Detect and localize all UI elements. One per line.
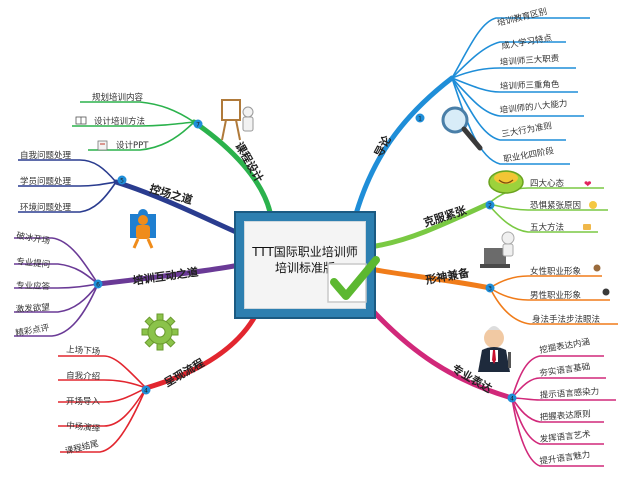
leaf-daolun-6: 三大行为准则 [501, 120, 553, 140]
leaf-daolun-4: 培训师三重角色 [500, 79, 560, 92]
leaf-chengxian-3: 开场导入 [66, 397, 101, 407]
leaf-kongchang-1: 自我问题处理 [20, 150, 72, 161]
book-icon [75, 116, 87, 125]
easel-person-icon [221, 99, 254, 141]
smiley-icon [488, 170, 524, 194]
badge-kecheng-number: 7 [196, 122, 200, 129]
leaf-kefu-1: 四大心态 [530, 178, 565, 189]
badge-chengxian-number: 4 [144, 388, 148, 395]
badge-xingshen [485, 283, 495, 293]
leaf-kecheng-2: 设计培训方法 [94, 116, 145, 127]
leaf-zhuanye-2: 夯实语言基础 [539, 361, 591, 379]
leaf-zhuanye-5: 发挥语言艺术 [539, 429, 591, 445]
center-topic-title: TTT国际职业培训师 培训标准版 [245, 244, 365, 276]
branch-hudong: 培训互动之道 6 破冰开场 专业提问 专业应答 激发欲望 精彩点评 [14, 230, 237, 339]
leaf-hudong-2: 专业提问 [16, 256, 51, 270]
leaf-hudong-3: 专业应答 [16, 280, 51, 292]
woman-icon [593, 264, 601, 272]
leaf-xingshen-1: 女性职业形象 [530, 266, 582, 277]
badge-chengxian [141, 385, 151, 395]
leaf-zhuanye-4: 把握表达原则 [539, 408, 591, 423]
leaf-kongchang-2: 学员问题处理 [20, 176, 72, 187]
leaf-daolun-5: 培训师的八大能力 [499, 98, 568, 116]
badge-kefu-number: 2 [488, 203, 492, 210]
leaf-hudong-1: 破冰开场 [15, 230, 50, 247]
branch-label-hudong: 培训互动之道 [132, 265, 199, 288]
center-title-line-2: 培训标准版 [274, 261, 335, 275]
badge-kongchang-number: 5 [120, 178, 124, 185]
nervous-face-icon [589, 201, 597, 209]
puzzle-people-icon [130, 209, 156, 249]
leaf-chengxian-2: 自我介绍 [66, 370, 100, 382]
man-icon [602, 288, 610, 296]
speaker-icon [478, 326, 511, 372]
leaf-daolun-1: 培训教育区别 [496, 6, 548, 29]
leaf-xingshen-3: 身法手法步法眼法 [532, 314, 600, 325]
badge-xingshen-number: 3 [488, 286, 492, 293]
magnifier-icon [441, 106, 483, 151]
badge-kefu [485, 200, 495, 210]
person-on-stage-icon [480, 231, 515, 268]
gear-icon [141, 313, 179, 351]
leaf-daolun-3: 培训师三大职责 [499, 53, 560, 68]
branch-kongchang: 控场之道 5 自我问题处理 学员问题处理 环境问题处理 [18, 150, 239, 235]
leaf-chengxian-1: 上场下场 [66, 345, 101, 357]
badge-kongchang [117, 175, 127, 185]
leaf-daolun-7: 职业化四阶段 [503, 145, 556, 165]
center-title-line-1: TTT国际职业培训师 [252, 245, 358, 259]
checkmark-icon [327, 256, 380, 303]
ppt-icon [97, 140, 108, 151]
leaf-kecheng-1: 规划培训内容 [92, 92, 144, 103]
center-topic-box: TTT国际职业培训师 培训标准版 [234, 211, 376, 319]
badge-zhuanye-number: 4 [510, 396, 514, 403]
heart-icon: ❤ [584, 180, 592, 190]
leaf-zhuanye-6: 提升语言魅力 [539, 449, 591, 467]
thumbs-icon [583, 224, 591, 230]
leaf-daolun-2: 成人学习特点 [501, 32, 554, 52]
leaf-zhuanye-1: 挖掘表达内涵 [539, 336, 591, 356]
leaf-kongchang-3: 环境问题处理 [20, 202, 72, 213]
branch-label-chengxian: 呈现流程 [161, 355, 206, 389]
badge-daolun [415, 113, 425, 123]
badge-daolun-number: 1 [418, 116, 422, 123]
leaf-kefu-2: 恐惧紧张原因 [530, 200, 581, 211]
leaf-hudong-4: 激发欲望 [15, 302, 50, 315]
badge-zhuanye [507, 393, 517, 403]
leaf-kecheng-3: 设计PPT [116, 140, 149, 151]
leaf-xingshen-2: 男性职业形象 [530, 290, 582, 301]
badge-hudong [93, 279, 103, 289]
leaf-kefu-3: 五大方法 [530, 222, 564, 233]
badge-hudong-number: 6 [96, 282, 100, 289]
leaf-chengxian-4: 中场演绎 [66, 420, 101, 435]
branch-xingshen: 形神兼备 3 女性职业形象 男性职业形象 身法手法步法眼法 [373, 264, 618, 325]
leaf-chengxian-5: 课程结尾 [64, 438, 100, 457]
badge-kecheng [193, 119, 203, 129]
leaf-zhuanye-3: 提示语言感染力 [539, 386, 599, 401]
